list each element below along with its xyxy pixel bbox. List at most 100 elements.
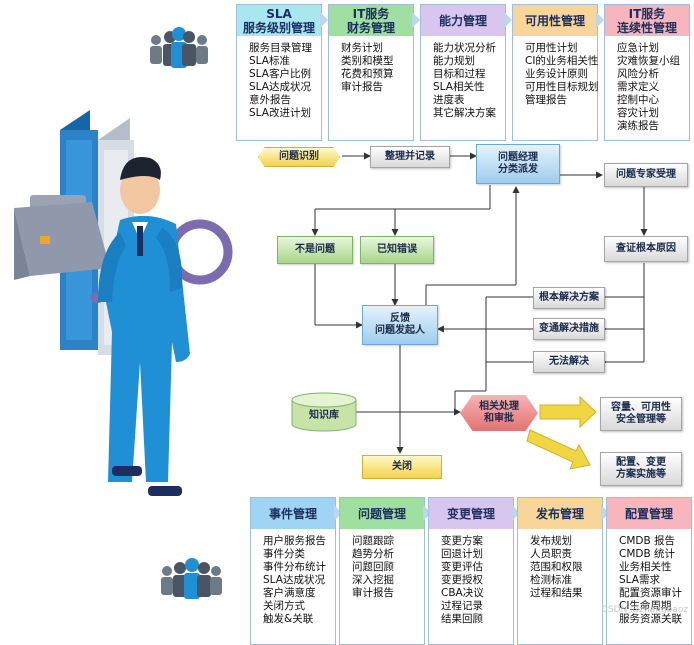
flow-not-problem[interactable]: 不是问题 <box>277 236 353 264</box>
flow-close-label: 关闭 <box>392 461 412 472</box>
flow-classify[interactable]: 问题经理 分类派发 <box>476 144 560 184</box>
panel-item: SLA需求 <box>619 574 660 586</box>
flow-record[interactable]: 整理并记录 <box>370 146 450 168</box>
panel-items: 问题跟踪趋势分析问题回顾深入挖掘审计报告 <box>340 529 424 600</box>
flow-capacity-line2: 安全管理等 <box>616 414 666 425</box>
flow-record-label: 整理并记录 <box>385 151 435 162</box>
flow-handle-approval[interactable]: 相关处理 和审批 <box>460 395 538 431</box>
panel-title[interactable]: 变更管理 <box>429 498 513 529</box>
panel-item: SLA相关性 <box>433 81 485 93</box>
panel-item: CI生命周期 <box>619 600 672 612</box>
flow-not-problem-label: 不是问题 <box>295 244 335 255</box>
panel-item: 深入挖掘 <box>352 574 394 586</box>
panel-item: 容灾计划 <box>617 107 659 119</box>
flow-unsolvable[interactable]: 无法解决 <box>533 351 605 373</box>
panel-item: 审计报告 <box>341 81 383 93</box>
panel-item: 灾难恢复小组 <box>617 55 680 67</box>
flow-feedback-line2: 问题发起人 <box>375 325 425 336</box>
panel-item: 能力规划 <box>433 55 475 67</box>
panel-connector-arrow <box>412 12 420 28</box>
flow-feedback-line1: 反馈 <box>390 313 410 324</box>
flow-kb-label: 知识库 <box>309 410 339 421</box>
flow-change-implement[interactable]: 配置、变更 方案实施等 <box>600 452 682 486</box>
flow-fundamental[interactable]: 根本解决方案 <box>533 287 605 309</box>
panel-item: 人员职责 <box>530 548 572 560</box>
panel-item: 花费和预算 <box>341 68 394 80</box>
panel-connector-arrow <box>512 505 520 521</box>
top-panel: IT服务 财务管理财务计划类别和模型花费和预算审计报告 <box>328 4 414 141</box>
flow-known-error-label: 已知错误 <box>377 244 417 255</box>
flow-change-line1: 配置、变更 <box>616 457 666 468</box>
panel-item: 事件分类 <box>263 548 305 560</box>
panel-items: 财务计划类别和模型花费和预算审计报告 <box>329 36 413 94</box>
panel-title[interactable]: 配置管理 <box>607 498 691 529</box>
flow-known-error[interactable]: 已知错误 <box>360 236 434 264</box>
panel-item: 客户满意度 <box>263 587 316 599</box>
panel-item: CMDB 报告 <box>619 535 676 547</box>
panel-item: 意外报告 <box>249 94 291 106</box>
panel-title[interactable]: IT服务 连续性管理 <box>605 5 689 36</box>
flow-workaround[interactable]: 变通解决措施 <box>533 318 605 340</box>
flow-identify-label: 问题识别 <box>279 151 319 162</box>
panel-item: 应急计划 <box>617 42 659 54</box>
panel-items: 发布规划人员职责范围和权限检测标准过程和结果 <box>518 529 602 600</box>
panel-item: 进度表 <box>433 94 465 106</box>
panel-item: 变更评估 <box>441 561 483 573</box>
flow-capacity-line1: 容量、可用性 <box>611 402 671 413</box>
watermark: CSDN @zhangbaoz <box>601 605 688 615</box>
panel-title[interactable]: SLA 服务级别管理 <box>237 5 321 36</box>
flow-capacity[interactable]: 容量、可用性 安全管理等 <box>600 397 682 431</box>
panel-item: CMDB 统计 <box>619 548 676 560</box>
panel-item: 类别和模型 <box>341 55 394 67</box>
panel-item: SLA标准 <box>249 55 290 67</box>
panel-title[interactable]: IT服务 财务管理 <box>329 5 413 36</box>
panel-item: 关闭方式 <box>263 600 305 612</box>
panel-connector-arrow <box>320 12 328 28</box>
panel-item: 检测标准 <box>530 574 572 586</box>
flow-handle-line2: 和审批 <box>484 413 514 424</box>
panel-item: 能力状况分析 <box>433 42 496 54</box>
flow-root-cause-label: 查证根本原因 <box>616 243 676 254</box>
panel-item: 业务相关性 <box>619 561 672 573</box>
panel-title[interactable]: 问题管理 <box>340 498 424 529</box>
panel-item: 触发&关联 <box>263 613 314 625</box>
panel-item: 业务设计原则 <box>525 68 588 80</box>
flow-root-cause[interactable]: 查证根本原因 <box>604 236 688 262</box>
panel-title[interactable]: 能力管理 <box>421 5 505 36</box>
panel-title[interactable]: 事件管理 <box>251 498 335 529</box>
panel-item: CI的业务相关性 <box>525 55 599 67</box>
panel-item: 范围和权限 <box>530 561 583 573</box>
flow-change-line2: 方案实施等 <box>616 469 666 480</box>
database-icon <box>291 392 357 432</box>
panel-item: 风险分析 <box>617 68 659 80</box>
flow-knowledge-base[interactable]: 知识库 <box>290 392 358 432</box>
business-illustration <box>14 27 233 599</box>
panel-title[interactable]: 可用性管理 <box>513 5 597 36</box>
flow-expert[interactable]: 问题专家受理 <box>604 163 688 187</box>
team-icon-bottom <box>161 558 222 599</box>
flow-feedback[interactable]: 反馈 问题发起人 <box>362 305 438 345</box>
panel-item: 审计报告 <box>352 587 394 599</box>
briefcase-icon <box>14 195 110 280</box>
panel-connector-arrow <box>596 12 604 28</box>
panel-item: 需求定义 <box>617 81 659 93</box>
panel-item: 变更方案 <box>441 535 483 547</box>
panel-item: 事件分布统计 <box>263 561 326 573</box>
businessman-figure <box>98 156 190 496</box>
panel-item: 目标和过程 <box>433 68 486 80</box>
flow-close[interactable]: 关闭 <box>362 455 442 479</box>
panel-item: 过程记录 <box>441 600 483 612</box>
panel-item: 控制中心 <box>617 94 659 106</box>
yellow-arrows <box>526 395 597 470</box>
panel-item: CBA决议 <box>441 587 484 599</box>
panel-item: 趋势分析 <box>352 548 394 560</box>
panel-title[interactable]: 发布管理 <box>518 498 602 529</box>
flow-identify[interactable]: 问题识别 <box>258 147 340 167</box>
panel-item: 可用性计划 <box>525 42 578 54</box>
